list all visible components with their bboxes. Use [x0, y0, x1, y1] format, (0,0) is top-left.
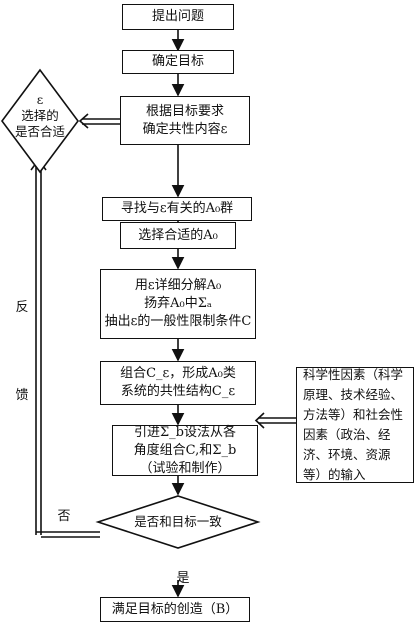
- diamond-bottom-label: 是否和目标一致: [134, 514, 222, 529]
- step-find-a0-group: 寻找与ε有关的A₀群: [102, 197, 252, 221]
- step-raise-problem: 提出问题: [122, 4, 234, 30]
- step-creation-result: 满足目标的创造（B）: [100, 597, 250, 622]
- side-input-factors: 科学性因素（科学原理、技术经验、方法等）和社会性因素（政治、经济、环境、资源等）…: [296, 367, 414, 483]
- feedback-label-fan: 反: [15, 300, 29, 315]
- diamond-bottom-shape: [95, 495, 261, 549]
- step-determine-common-content: 根据目标要求 确定共性内容ε: [120, 96, 250, 145]
- step-introduce-sigma-b: 引进Σ_b设法从各 角度组合C,和Σ_b （试验和制作）: [112, 425, 258, 476]
- diamond-left-shape: [1, 68, 79, 174]
- feedback-label-kui: 馈: [15, 388, 29, 403]
- step-combine-structure: 组合C_ε，形成A₀类 系统的共性结构C_ε: [100, 361, 256, 405]
- yes-label: 是: [176, 571, 190, 586]
- step-select-a0: 选择合适的A₀: [120, 222, 236, 249]
- step-decompose-a0: 用ε详细分解A₀ 扬弃A₀中Σₐ 抽出ε的一般性限制条件C: [100, 269, 256, 339]
- step-define-goal: 确定目标: [122, 50, 234, 74]
- diamond-left-label: ε 选择的 是否合适: [14, 92, 65, 139]
- no-label: 否: [57, 509, 71, 524]
